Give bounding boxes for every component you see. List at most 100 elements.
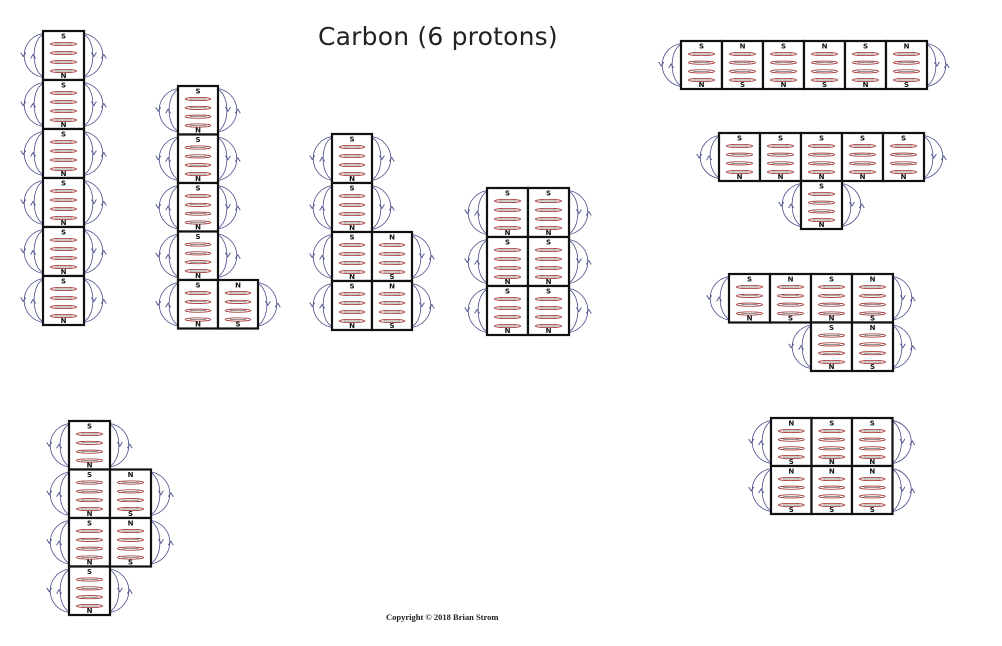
pole-label-bottom: S [789, 458, 794, 466]
pole-label-top: S [901, 135, 906, 143]
pole-label-bottom: S [870, 506, 875, 514]
proton-block: SN [69, 421, 110, 470]
pole-label-bottom: S [389, 273, 394, 281]
pole-label-top: N [788, 420, 794, 428]
pole-label-top: S [781, 43, 786, 51]
pole-label-bottom: N [61, 170, 67, 178]
pole-label-bottom: N [781, 81, 787, 89]
proton-block: SN [812, 418, 853, 466]
pole-label-top: S [505, 239, 510, 247]
pole-label-top: N [870, 276, 876, 284]
proton-block: SN [487, 237, 528, 286]
pole-label-top: S [870, 420, 875, 428]
pole-label-bottom: N [869, 458, 875, 466]
pole-label-bottom: N [61, 317, 67, 325]
pole-label-bottom: N [505, 327, 511, 335]
pole-label-top: S [819, 183, 824, 191]
copyright-notice: Copyright © 2018 Brian Strom [386, 612, 498, 622]
proton-block: SN [332, 281, 372, 330]
proton-block: SN [43, 276, 84, 325]
pole-label-bottom: N [61, 72, 67, 80]
pole-label-bottom: N [87, 462, 93, 470]
pole-label-bottom: N [546, 229, 552, 237]
pole-label-top: S [195, 88, 200, 96]
pole-label-top: S [546, 190, 551, 198]
proton-block: SN [811, 274, 852, 323]
pole-label-bottom: N [747, 315, 753, 323]
pole-label-top: S [87, 471, 92, 479]
pole-label-top: N [389, 283, 395, 291]
pole-label-top: S [61, 131, 66, 139]
pole-label-bottom: N [819, 221, 825, 229]
pole-label-top: S [87, 568, 92, 576]
proton-block: SN [528, 188, 569, 237]
pole-label-bottom: N [505, 229, 511, 237]
pole-label-bottom: N [87, 559, 93, 567]
pole-label-top: S [546, 288, 551, 296]
pole-label-top: S [349, 283, 354, 291]
proton-block: NS [812, 466, 853, 514]
pole-label-top: N [788, 276, 794, 284]
pole-label-top: S [505, 190, 510, 198]
proton-block: SN [43, 80, 84, 129]
pole-label-top: S [61, 180, 66, 188]
proton-block: NS [852, 274, 893, 323]
pole-label-bottom: N [546, 327, 552, 335]
pole-label-bottom: N [778, 173, 784, 181]
pole-label-top: N [128, 520, 134, 528]
proton-block: NS [804, 41, 845, 89]
pole-label-top: S [61, 33, 66, 41]
proton-block: NS [771, 418, 812, 466]
pole-label-bottom: N [87, 510, 93, 518]
pole-label-top: S [863, 43, 868, 51]
pole-label-top: S [195, 233, 200, 241]
proton-block: SN [801, 181, 842, 229]
proton-block: NS [218, 280, 258, 329]
pole-label-top: S [195, 185, 200, 193]
pole-label-top: S [505, 288, 510, 296]
pole-label-top: S [829, 420, 834, 428]
proton-block: NS [110, 470, 151, 519]
pole-label-bottom: N [195, 127, 201, 135]
pole-label-bottom: N [349, 224, 355, 232]
pole-label-top: N [788, 468, 794, 476]
pole-label-top: S [349, 136, 354, 144]
proton-block: SN [178, 280, 218, 329]
pole-label-bottom: S [128, 559, 133, 567]
proton-block: SN [69, 518, 110, 567]
proton-block: SN [43, 31, 84, 80]
proton-block: SN [178, 183, 218, 232]
proton-block: SN [487, 188, 528, 237]
proton-block: SN [528, 286, 569, 335]
proton-block: NS [771, 466, 812, 514]
pole-label-top: N [869, 468, 875, 476]
pole-label-bottom: N [505, 278, 511, 286]
proton-block: SN [178, 86, 218, 135]
proton-block: SN [43, 129, 84, 178]
pole-label-bottom: S [870, 315, 875, 323]
pole-label-top: S [61, 82, 66, 90]
pole-label-top: N [235, 282, 241, 290]
pole-label-top: N [128, 471, 134, 479]
pole-label-top: S [829, 324, 834, 332]
pole-label-bottom: S [740, 81, 745, 89]
proton-block: NS [852, 466, 893, 514]
pole-label-top: S [747, 276, 752, 284]
pole-label-top: S [87, 423, 92, 431]
proton-block: SN [845, 41, 886, 89]
pole-label-top: N [870, 324, 876, 332]
pole-label-top: S [195, 136, 200, 144]
config-block-3x2: SNSNSNSNSNSN [465, 188, 592, 335]
pole-label-bottom: N [737, 173, 743, 181]
config-horizontal-row-6: SNNSSNNSSNNS [659, 41, 950, 89]
proton-block: SN [763, 41, 804, 89]
pole-label-bottom: S [389, 322, 394, 330]
proton-block: SN [719, 133, 760, 181]
pole-label-bottom: N [87, 607, 93, 615]
pole-label-bottom: N [863, 81, 869, 89]
proton-block: SN [332, 134, 372, 183]
proton-block: SN [729, 274, 770, 323]
